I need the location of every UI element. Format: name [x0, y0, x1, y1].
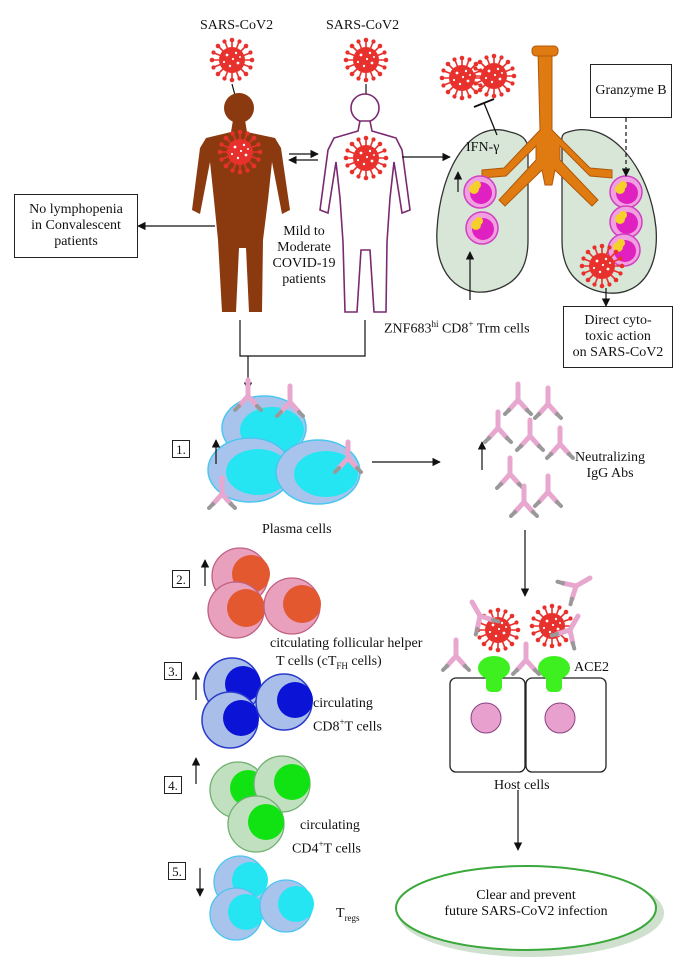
ace2-label: ACE2 [574, 660, 609, 675]
virus-icon [528, 602, 576, 650]
host-cells-label: Host cells [494, 778, 550, 793]
antibody-icon [511, 486, 537, 516]
antibody-icon [497, 458, 523, 488]
patient-figure-outline [319, 93, 411, 313]
direct-action-box: Direct cyto- toxic action on SARS-CoV2 [563, 306, 673, 368]
step-number-5: 5. [168, 862, 186, 880]
cd8-label-line1: circulating [313, 696, 373, 711]
trm-cell-icon [609, 205, 643, 239]
trm-cells-label: ZNF683hi CD8+ Trm cells [384, 319, 530, 337]
trm-cell-icon [465, 211, 499, 245]
treg-label: Tregs [336, 906, 360, 923]
antibody-icon [535, 388, 561, 418]
lungs [436, 45, 657, 294]
cd4-label-line1: circulating [300, 818, 360, 833]
virus-icon [578, 242, 626, 290]
tfh-label-line1: citculating follicular helper [270, 636, 423, 651]
granzyme-box: Granzyme B [590, 64, 672, 118]
antibody-icon [443, 640, 469, 670]
virus-icon [342, 36, 390, 84]
virus-icon [438, 54, 486, 102]
antibody-icon [535, 476, 561, 506]
virus-label: SARS-CoV2 [326, 18, 400, 33]
antibody-icon [485, 412, 511, 442]
antibody-icon [517, 420, 543, 450]
cd8-label-line2: CD8+T cells [313, 717, 382, 735]
step-number-4: 4. [164, 776, 182, 794]
outcome-label: Clear and prevent future SARS-CoV2 infec… [444, 888, 608, 919]
host-cells [449, 677, 607, 773]
mild-patients-label: Mild to Moderate COVID-19 patients [272, 224, 336, 287]
no-lymphopenia-box: No lymphopenia in Convalescent patients [14, 194, 138, 258]
ifn-gamma-label: IFN-γ [466, 140, 500, 155]
step-number-3: 3. [164, 662, 182, 680]
patient-figure-brown [192, 93, 290, 312]
cd8-cells [201, 657, 313, 749]
neutralizing-abs-label: Neutralizing IgG Abs [575, 450, 645, 481]
treg-cells [209, 855, 314, 941]
antibody-icon [505, 384, 531, 414]
antibody-icon [513, 644, 539, 674]
virus-label: SARS-CoV2 [200, 18, 274, 33]
trm-cell-icon [609, 175, 643, 209]
virus-icon [342, 134, 390, 182]
outcome-oval [395, 865, 657, 951]
cd4-label-line2: CD4+T cells [292, 839, 361, 857]
plasma-cells [207, 395, 361, 505]
ace2-receptor [478, 656, 570, 692]
cd4-cells [209, 755, 311, 853]
tfh-cells [207, 547, 321, 639]
tfh-label-line2: T cells (cTFH cells) [276, 654, 382, 671]
trm-cell-icon [463, 175, 497, 209]
plasma-cells-label: Plasma cells [262, 522, 332, 537]
virus-icon [470, 52, 518, 100]
step-number-2: 2. [172, 570, 190, 588]
virus-icon [208, 36, 256, 84]
step-number-1: 1. [172, 440, 190, 458]
virus-icon [216, 128, 264, 176]
antibody-icon [558, 567, 597, 605]
